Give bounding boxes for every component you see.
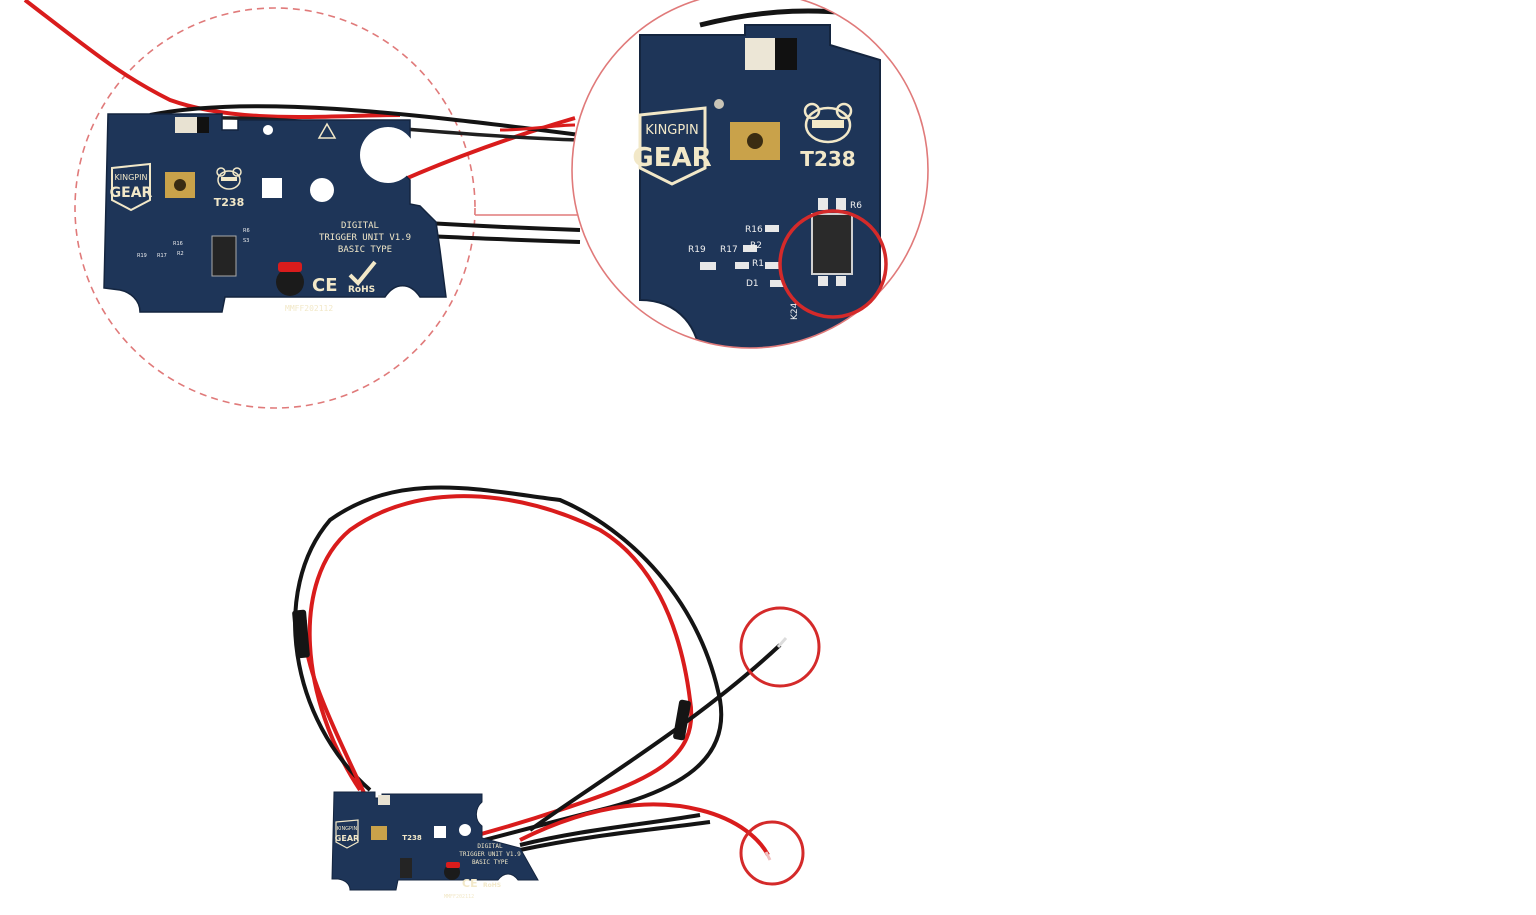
switch-highlight-circle [778,209,888,319]
top-ce-mark: CE [312,275,338,296]
black-wire-lead [528,643,782,832]
component-label: D1 [746,279,759,289]
bottom-title-line1: DIGITAL [477,843,503,850]
component-label: K24 [790,302,800,320]
top-pcb-square-hole [262,178,282,198]
top-brand-line2: GEAR [110,185,153,201]
top-kingpin-badge [111,162,151,212]
zoom-bear-mascot-icon [803,102,853,144]
bottom-serial: MMFF202112 [444,894,474,900]
zoom-kingpin-badge [638,106,707,186]
zoom-model-logo: T238 [800,147,855,171]
checkmark-icon [348,260,377,286]
bottom-model-logo: T238 [402,834,422,842]
zoom-detail-view: KINGPIN GEAR T238 R16 R19 R [571,0,929,349]
red-wire-tip [764,851,772,861]
top-rohs-mark: RoHS [348,285,375,295]
bottom-brand-line2: GEAR [335,834,359,843]
red-wire-lead [519,802,770,856]
bottom-harness-view: KINGPIN GEAR T238 DIGITAL TRIGGER UNIT V… [292,485,821,900]
top-board-view: KINGPIN GEAR T238 DIGITAL TRIGGER UNIT V… [23,0,590,409]
esd-warning-icon [317,122,337,139]
zoom-border-circle [571,0,929,349]
top-pcb-round-hole [310,178,334,202]
top-red-wire-stub [499,123,576,132]
bear-mascot-icon [216,167,242,190]
component-label: S3 [243,238,249,244]
component-label: R19 [137,253,147,259]
component-label: R17 [157,253,167,259]
bottom-title-line3: BASIC TYPE [472,859,509,866]
component-label: R2 [177,251,184,257]
top-title-line3: BASIC TYPE [338,245,392,255]
top-title-line1: DIGITAL [341,221,379,231]
component-label: R17 [720,245,738,255]
top-serial: MMFF202112 [285,304,333,313]
top-black-wire-1 [149,104,581,137]
dashed-callout-circle [74,7,476,409]
component-label: R2 [750,241,762,251]
bottom-title-line2: TRIGGER UNIT V1.9 [459,851,521,858]
top-brand-line1: KINGPIN [115,173,148,182]
component-label: R16 [173,241,183,247]
component-label: R6 [850,201,862,211]
zoom-brand-line1: KINGPIN [645,123,699,138]
bottom-brand-line1: KINGPIN [337,826,358,832]
component-label: R6 [243,228,250,234]
bottom-ce-mark: CE [462,877,478,890]
component-label: R1 [752,259,764,269]
zoom-pcb-body [639,24,881,348]
red-wire-end-highlight [739,820,805,886]
component-label: R16 [745,225,763,235]
black-wire-end-highlight [739,606,821,688]
bottom-pcb-body [331,791,539,891]
bottom-rohs-mark: RoHS [483,882,501,889]
top-red-wire-long [23,0,401,119]
black-wire-tip [776,637,788,648]
component-label: R19 [688,245,706,255]
zoom-brand-line2: GEAR [632,143,711,173]
top-title-line2: TRIGGER UNIT V1.9 [319,233,411,243]
top-model-logo: T238 [214,196,244,209]
